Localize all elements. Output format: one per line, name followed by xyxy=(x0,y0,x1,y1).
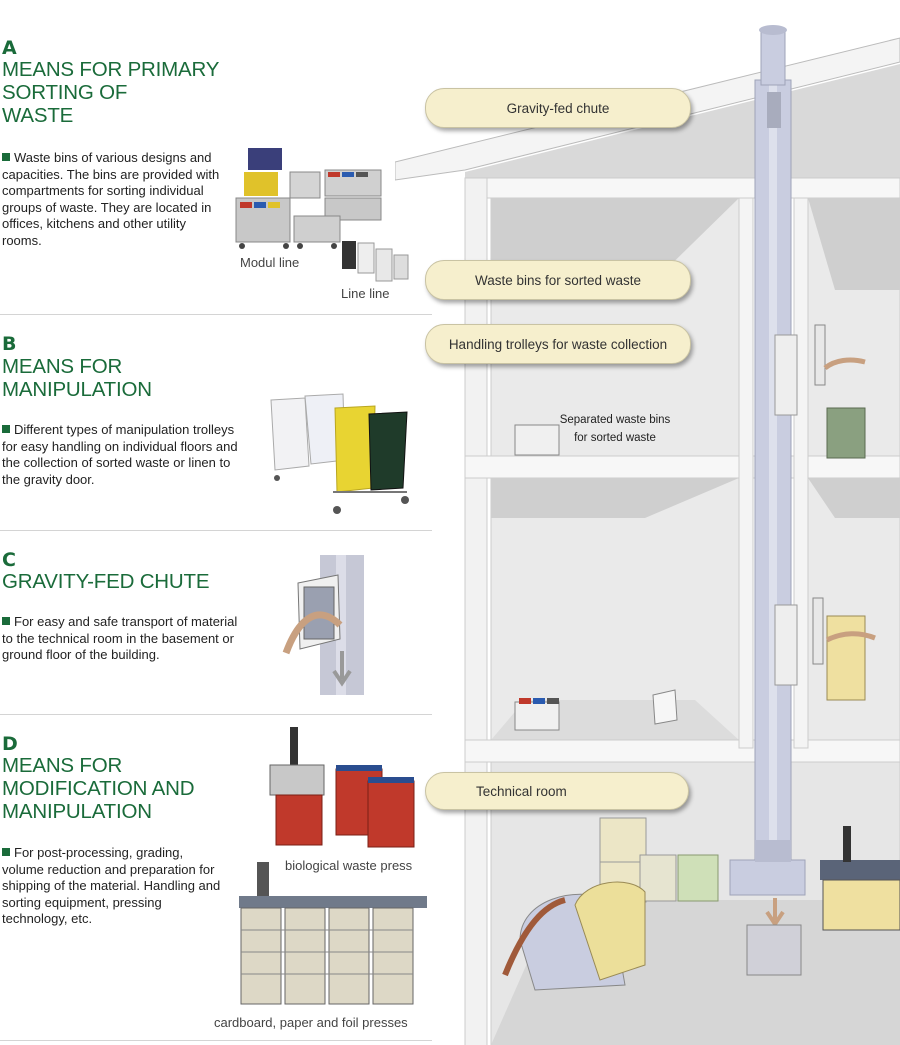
biological-waste-press-caption: biological waste press xyxy=(285,858,413,873)
technical-room-callout: Technical room xyxy=(425,772,689,810)
section-c-description: For easy and safe transport of material … xyxy=(2,614,242,664)
bullet-square-icon xyxy=(2,153,10,161)
building-cross-section xyxy=(395,25,900,1045)
cardboard-presses-caption: cardboard, paper and foil presses xyxy=(214,1015,408,1030)
trolleys-callout: Handling trolleys for waste collection xyxy=(425,324,691,364)
section-a-title: MEANS FOR PRIMARY SORTING OF WASTE xyxy=(2,58,219,127)
section-divider xyxy=(0,314,432,315)
section-d-description: For post-processing, grading, volume red… xyxy=(2,845,224,928)
gravity-chute-callout: Gravity-fed chute xyxy=(425,88,691,128)
section-a-title-line: SORTING OF xyxy=(2,81,128,104)
section-b-title-line: MANIPULATION xyxy=(2,378,152,401)
section-a-title-line: WASTE xyxy=(2,104,74,127)
section-c-letter: C xyxy=(2,549,16,571)
line-line-bins-image xyxy=(342,241,409,282)
section-divider xyxy=(0,1040,432,1041)
line-line-caption: Line line xyxy=(341,286,390,301)
gravity-chute-detail-image xyxy=(282,555,364,695)
section-b-letter: B xyxy=(2,333,17,355)
section-d-letter: D xyxy=(2,733,18,755)
section-divider xyxy=(0,714,432,715)
section-c-title-line: GRAVITY-FED CHUTE xyxy=(2,570,210,593)
separated-bins-label: Separated waste bins for sorted waste xyxy=(550,411,680,447)
section-a-description-text: Waste bins of various designs and capaci… xyxy=(2,150,220,248)
separated-bins-label-line: for sorted waste xyxy=(574,432,656,444)
section-b-title: MEANS FOR MANIPULATION xyxy=(2,355,152,401)
bullet-square-icon xyxy=(2,848,10,856)
section-b-description-text: Different types of manipulation trolleys… xyxy=(2,422,238,487)
section-a-title-line: MEANS FOR PRIMARY xyxy=(2,58,220,81)
section-b-title-line: MEANS FOR xyxy=(2,355,123,378)
section-d-title-line: MODIFICATION AND xyxy=(2,777,195,800)
section-d-title-line: MANIPULATION xyxy=(2,800,152,823)
section-a-description: Waste bins of various designs and capaci… xyxy=(2,150,220,249)
section-c-title: GRAVITY-FED CHUTE xyxy=(2,570,210,593)
section-a-letter: A xyxy=(2,37,17,59)
modul-line-caption: Modul line xyxy=(240,255,300,270)
manipulation-trolleys-image xyxy=(270,393,409,514)
section-d-title-line: MEANS FOR xyxy=(2,754,123,777)
modul-line-bins-image xyxy=(235,148,382,249)
cardboard-presses-image xyxy=(239,862,427,1005)
bullet-square-icon xyxy=(2,425,10,433)
biological-waste-press-image xyxy=(269,727,415,848)
section-d-description-text: For post-processing, grading, volume red… xyxy=(2,845,221,926)
section-b-description: Different types of manipulation trolleys… xyxy=(2,422,242,488)
waste-bins-callout: Waste bins for sorted waste xyxy=(425,260,691,300)
section-d-title: MEANS FOR MODIFICATION AND MANIPULATION xyxy=(2,754,195,823)
separated-bins-label-line: Separated waste bins xyxy=(559,414,671,426)
section-c-description-text: For easy and safe transport of material … xyxy=(2,614,238,662)
section-divider xyxy=(0,530,432,531)
bullet-square-icon xyxy=(2,617,10,625)
